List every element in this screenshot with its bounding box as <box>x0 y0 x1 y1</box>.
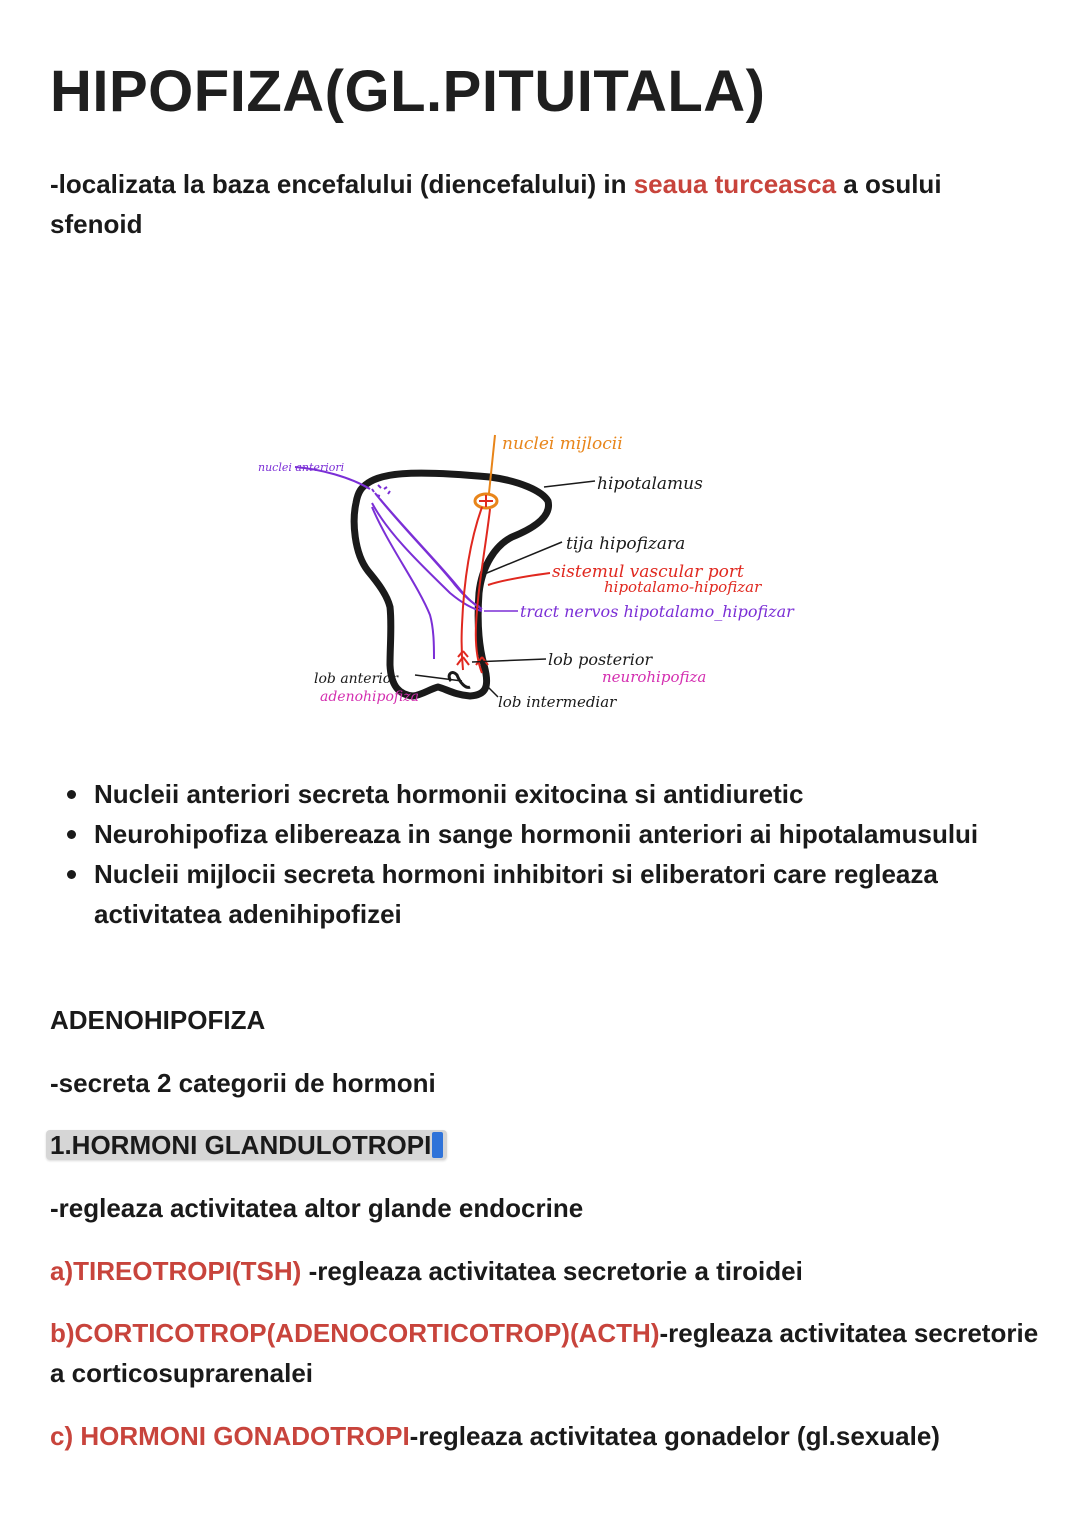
intro-text-start: -localizata la baza encefalului (diencef… <box>50 169 634 199</box>
item-a: a)TIREOTROPI(TSH) -regleaza activitatea … <box>50 1251 803 1291</box>
label-tract-nervos: tract nervos hipotalamo_hipofizar <box>520 602 795 621</box>
bullet-list: Nucleii anteriori secreta hormonii exito… <box>50 774 1050 934</box>
label-sistem-vascular-2: hipotalamo-hipofizar <box>604 578 762 596</box>
subheading-text: 1.HORMONI GLANDULOTROPI <box>50 1130 432 1160</box>
label-adenohipofiza: adenohipofiza <box>320 689 419 705</box>
item-b-text: -regleaza activitatea secretorie a corti… <box>50 1318 1039 1388</box>
item-b-label: b)CORTICOTROP(ADENOCORTICOTROP)(ACTH) <box>50 1318 660 1348</box>
regleaza-text: -regleaza activitatea altor glande endoc… <box>50 1193 584 1223</box>
item-c-text: -regleaza activitatea gonadelor (gl.sexu… <box>409 1421 940 1451</box>
gland-outline <box>350 469 552 700</box>
section-heading: ADENOHIPOFIZA <box>50 1005 266 1035</box>
tract-nervos <box>294 466 483 660</box>
nuclei-mijlocii-mark <box>473 492 499 510</box>
bullet-item: Nucleii mijlocii secreta hormoni inhibit… <box>50 854 1050 934</box>
label-hipotalamus: hipotalamus <box>597 474 703 494</box>
item-c-label: c) HORMONI GONADOTROPI <box>50 1421 410 1451</box>
bullet-item: Nucleii anteriori secreta hormonii exito… <box>50 774 1050 814</box>
text-cursor[interactable] <box>432 1132 444 1158</box>
item-a-label: a)TIREOTROPI(TSH) <box>50 1256 302 1286</box>
secreta-text: -secreta 2 categorii de hormoni <box>50 1068 436 1098</box>
selected-subheading[interactable]: 1.HORMONI GLANDULOTROPI <box>46 1130 448 1160</box>
intro-text-end: a osului sfenoid <box>50 169 942 239</box>
label-lob-posterior: lob posterior <box>548 650 653 669</box>
label-sistem-vascular: sistemul vascular port <box>552 562 744 582</box>
label-nuclei-anteriori: nuclei anteriori <box>258 461 344 474</box>
intro-paragraph: -localizata la baza encefalului (diencef… <box>50 164 1040 244</box>
intro-highlight: seaua turceasca <box>633 169 837 199</box>
page-title: HIPOFIZA(GL.PITUITALA) <box>50 59 766 124</box>
label-nuclei-mijlocii: nuclei mijlocii <box>502 434 623 454</box>
pituitary-diagram: nuclei anteriori nuclei mijlocii hipotal… <box>258 434 795 711</box>
bullet-item: Neurohipofiza elibereaza in sange hormon… <box>50 814 1050 854</box>
item-a-text: -regleaza activitatea secretorie a tiroi… <box>301 1256 803 1286</box>
label-tija-hipofizara: tija hipofizara <box>566 534 685 554</box>
item-b: b)CORTICOTROP(ADENOCORTICOTROP)(ACTH)-re… <box>50 1313 1040 1393</box>
item-c: c) HORMONI GONADOTROPI-regleaza activita… <box>50 1416 940 1456</box>
label-neurohipofiza: neurohipofiza <box>602 668 706 686</box>
label-lob-anterior: lob anterior <box>314 671 399 687</box>
subheading-line: 1.HORMONI GLANDULOTROPI <box>46 1125 448 1165</box>
sistem-vascular <box>456 506 551 674</box>
label-lob-intermediar: lob intermediar <box>498 693 617 711</box>
